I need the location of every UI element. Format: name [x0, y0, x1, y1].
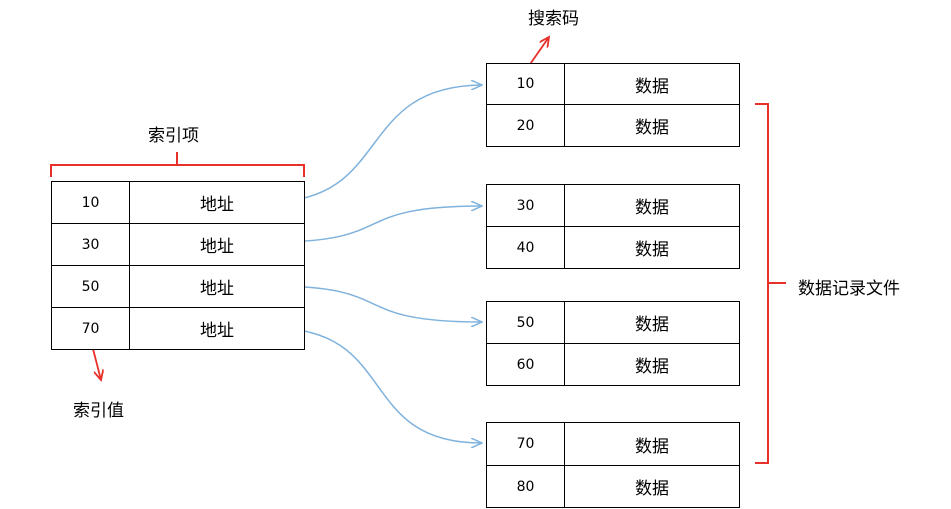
index-value-arrow — [91, 344, 101, 380]
data-value-cell: 数据 — [564, 343, 740, 386]
pointer-arrow-50 — [271, 285, 482, 322]
index-entry-bracket — [50, 152, 305, 177]
index-key-cell: 70 — [51, 307, 130, 350]
data-key-cell: 70 — [486, 422, 565, 466]
index-address-cell: 地址 — [129, 265, 305, 308]
data-value-cell: 数据 — [564, 301, 740, 344]
data-value-cell: 数据 — [564, 422, 740, 466]
data-file-bracket — [755, 103, 786, 464]
pointer-arrow-70 — [271, 327, 482, 443]
search-key-label: 搜索码 — [528, 9, 579, 29]
data-value-cell: 数据 — [564, 226, 740, 269]
data-file-label: 数据记录文件 — [798, 279, 900, 299]
pointer-arrow-10 — [271, 85, 482, 203]
index-value-label: 索引值 — [73, 401, 124, 421]
data-key-cell: 50 — [486, 301, 565, 344]
data-key-cell: 60 — [486, 343, 565, 386]
index-address-cell: 地址 — [129, 181, 305, 224]
data-value-cell: 数据 — [564, 184, 740, 227]
index-address-cell: 地址 — [129, 223, 305, 266]
data-value-cell: 数据 — [564, 104, 740, 147]
index-key-cell: 30 — [51, 223, 130, 266]
index-key-cell: 50 — [51, 265, 130, 308]
data-key-cell: 10 — [486, 63, 565, 105]
index-entry-label: 索引项 — [148, 126, 199, 146]
data-key-cell: 20 — [486, 104, 565, 147]
data-value-cell: 数据 — [564, 465, 740, 508]
data-value-cell: 数据 — [564, 63, 740, 105]
index-key-cell: 10 — [51, 181, 130, 224]
data-key-cell: 80 — [486, 465, 565, 508]
data-key-cell: 30 — [486, 184, 565, 227]
index-address-cell: 地址 — [129, 307, 305, 350]
data-key-cell: 40 — [486, 226, 565, 269]
pointer-arrow-30 — [271, 206, 482, 243]
